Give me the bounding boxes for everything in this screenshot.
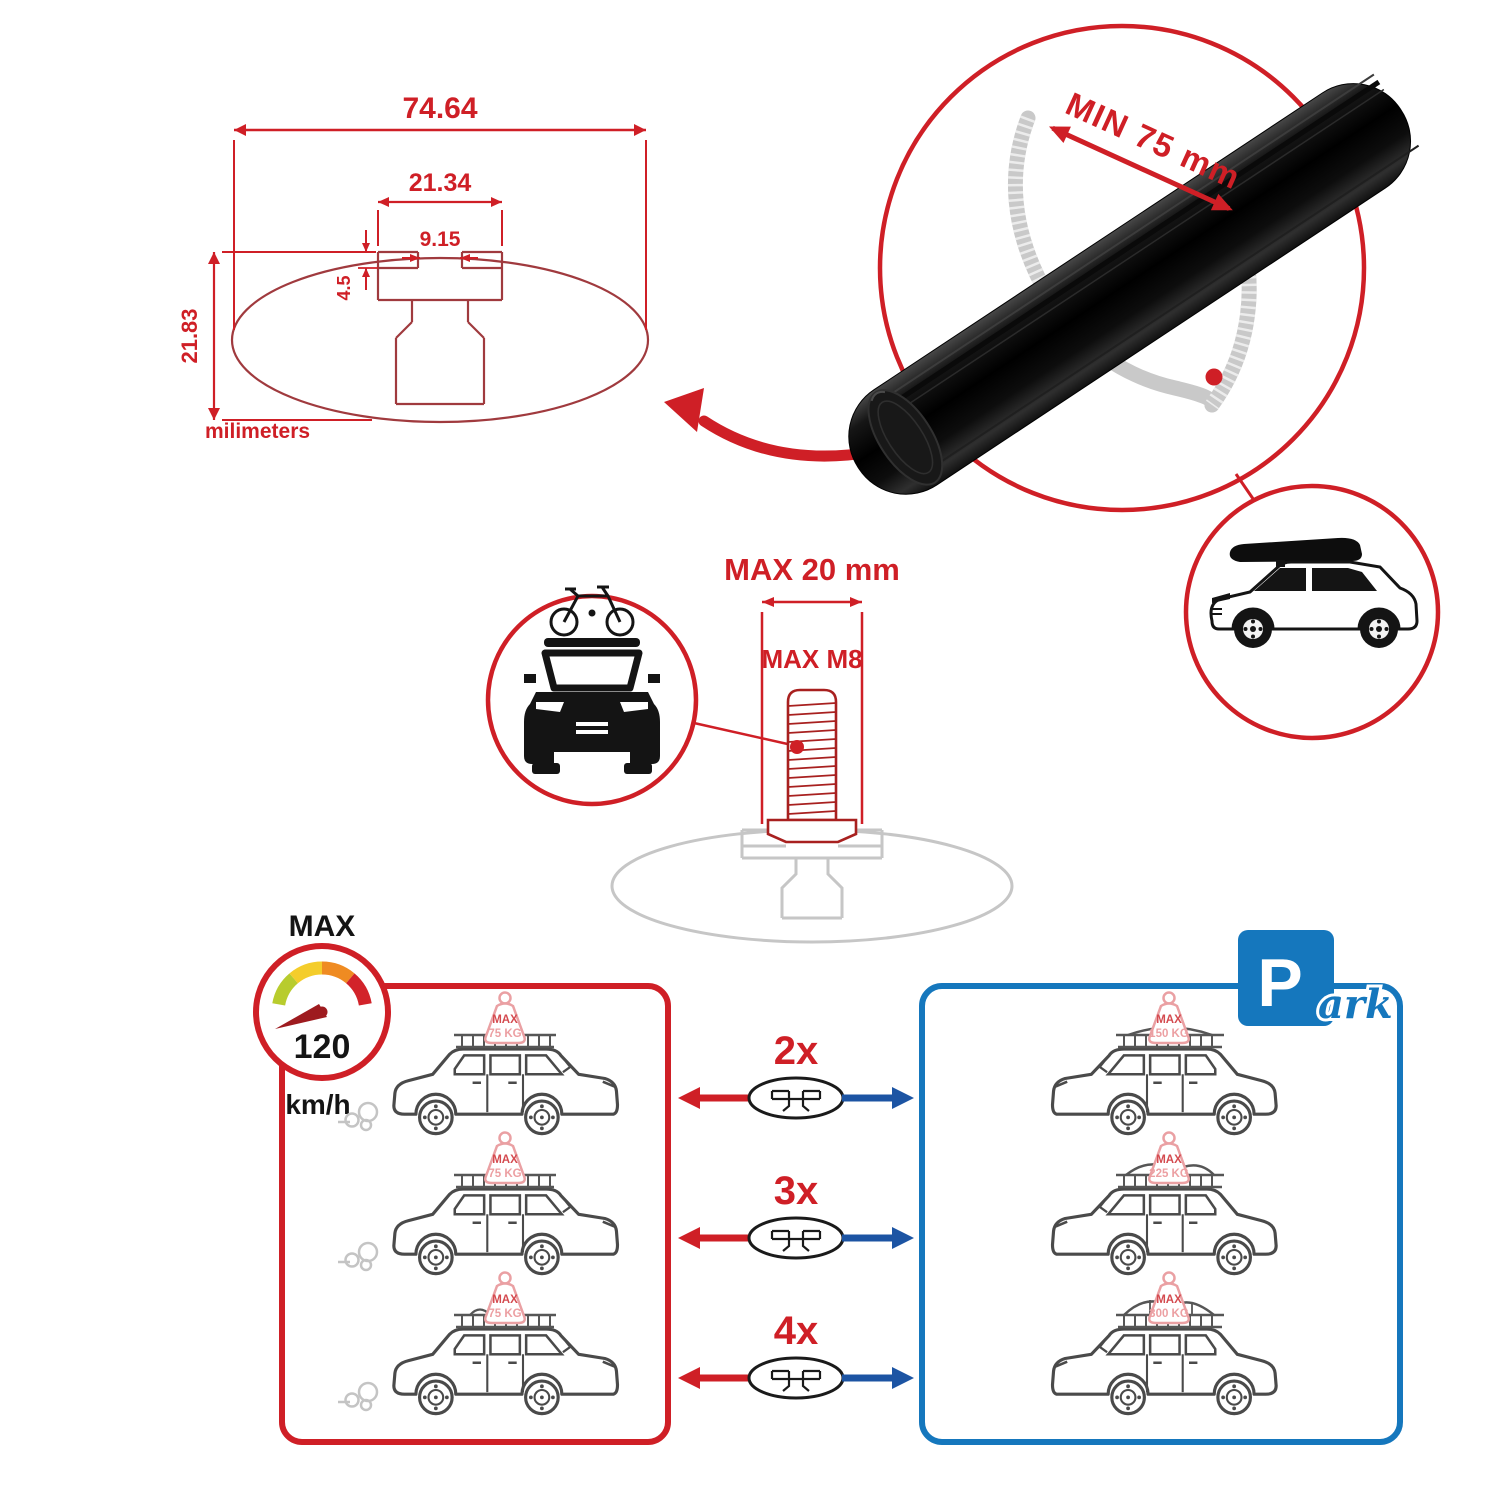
dim-slot-outer <box>377 197 503 246</box>
speed-value-label: 120 <box>294 1028 351 1066</box>
multiplier-arrow: 2x <box>678 1029 914 1120</box>
dim-total-width <box>233 124 647 330</box>
crossbar-photo: MIN 75 mm <box>848 23 1420 513</box>
load-tag: MAX 75 KG <box>484 1131 526 1185</box>
arrow-right-icon <box>892 1087 914 1109</box>
dim-slot-outer-label: 21.34 <box>409 169 472 197</box>
load-tag-value-label: 75 KG <box>488 1168 521 1180</box>
multiplier-arrow: 4x <box>678 1309 914 1400</box>
park-icon <box>1238 930 1334 1026</box>
multiplier-label: 3x <box>774 1169 819 1213</box>
dim-slot-inner-label: 9.15 <box>420 228 461 251</box>
arrow-right-icon <box>892 1367 914 1389</box>
multiplier-label: 4x <box>774 1309 819 1353</box>
load-tag-max-label: MAX <box>492 1154 518 1166</box>
park-suffix: ark <box>1318 981 1393 1028</box>
suv-roofbox-illustration <box>1183 483 1441 741</box>
gauge-needle <box>275 1004 327 1029</box>
car-illustration: MAX 150 KG <box>1050 991 1278 1136</box>
load-tag: MAX 75 KG <box>484 991 526 1045</box>
crossbar-end-cap <box>867 389 944 486</box>
bolt-point-dot <box>790 740 804 754</box>
speed-max-label: MAX <box>289 910 356 943</box>
ghost-profile <box>610 828 1014 944</box>
park-sign: P ark <box>1238 930 1396 1031</box>
load-tag: MAX 225 KG <box>1148 1131 1190 1185</box>
bolt-connector-line <box>693 721 793 747</box>
dim-lip-label: 4.5 <box>334 275 354 300</box>
load-row-2: MAX 75 KG 3x MAX 22 <box>338 1131 1278 1276</box>
load-tag-max-label: MAX <box>1156 1014 1182 1026</box>
pointer-arrow-icon <box>664 388 878 462</box>
load-row-1: MAX 75 KG 2x MAX <box>338 991 1278 1136</box>
load-tag-max-label: MAX <box>1156 1154 1182 1166</box>
arrow-right-icon <box>892 1227 914 1249</box>
multiplier-label: 2x <box>774 1029 819 1073</box>
load-tag-value-label: 225 KG <box>1149 1168 1189 1180</box>
crossbar-section-profile <box>376 250 504 406</box>
load-row-3: MAX 75 KG 4x MAX <box>338 1271 1278 1416</box>
dim-lip <box>358 230 378 290</box>
load-tag: MAX 150 KG <box>1148 991 1190 1045</box>
car-illustration: MAX 225 KG <box>1050 1131 1278 1276</box>
dim-total-width-label: 74.64 <box>402 92 477 125</box>
dimension-drawing: 74.64 21.34 9.15 4.5 <box>177 92 650 443</box>
roof-box-icon <box>1229 537 1362 562</box>
bike-icon <box>549 585 635 637</box>
dim-profile-height <box>208 251 376 421</box>
tbolt-diagram: MAX 20 mm MAX M8 <box>610 552 1014 944</box>
smoke-puffs-icon <box>338 1241 379 1272</box>
max-width-dimension <box>760 597 864 824</box>
dim-slot-inner <box>402 254 478 262</box>
arrow-left-icon <box>678 1367 700 1389</box>
load-tag-max-label: MAX <box>492 1014 518 1026</box>
load-tag-max-label: MAX <box>492 1294 518 1306</box>
max-thread-label: MAX M8 <box>761 644 862 674</box>
load-tag-max-label: MAX <box>1156 1294 1182 1306</box>
max-width-label: MAX 20 mm <box>724 552 900 587</box>
clamp-point-dot <box>1205 368 1223 386</box>
load-tag: MAX 75 KG <box>484 1271 526 1325</box>
car-illustration: MAX 75 KG <box>338 1271 620 1416</box>
tbolt-icon <box>766 688 858 844</box>
load-tag-value-label: 300 KG <box>1149 1308 1189 1320</box>
arrow-left-icon <box>678 1087 700 1109</box>
load-tag-value-label: 150 KG <box>1149 1028 1189 1040</box>
load-tag: MAX 300 KG <box>1148 1271 1190 1325</box>
smoke-puffs-icon <box>338 1101 379 1132</box>
load-tag-value-label: 75 KG <box>488 1308 521 1320</box>
crossbar-section-ellipse <box>230 256 650 424</box>
bike-car-illustration <box>485 585 793 807</box>
crossbar-bar <box>848 73 1420 495</box>
car-illustration: MAX 75 KG <box>338 1131 620 1276</box>
car-illustration: MAX 300 KG <box>1050 1271 1278 1416</box>
smoke-puffs-icon <box>338 1381 379 1412</box>
load-tag-value-label: 75 KG <box>488 1028 521 1040</box>
speed-unit-label: km/h <box>285 1089 350 1120</box>
park-letter: P <box>1257 945 1302 1021</box>
arrow-left-icon <box>678 1227 700 1249</box>
unit-label: milimeters <box>205 420 310 443</box>
car-front-icon <box>524 638 660 774</box>
multiplier-arrow: 3x <box>678 1169 914 1260</box>
car-illustration: MAX 75 KG <box>338 991 620 1136</box>
speed-limit-gauge: MAX 120 km/h <box>253 910 391 1120</box>
dim-height-label: 21.83 <box>177 308 202 363</box>
suv-wheels <box>1234 610 1398 648</box>
